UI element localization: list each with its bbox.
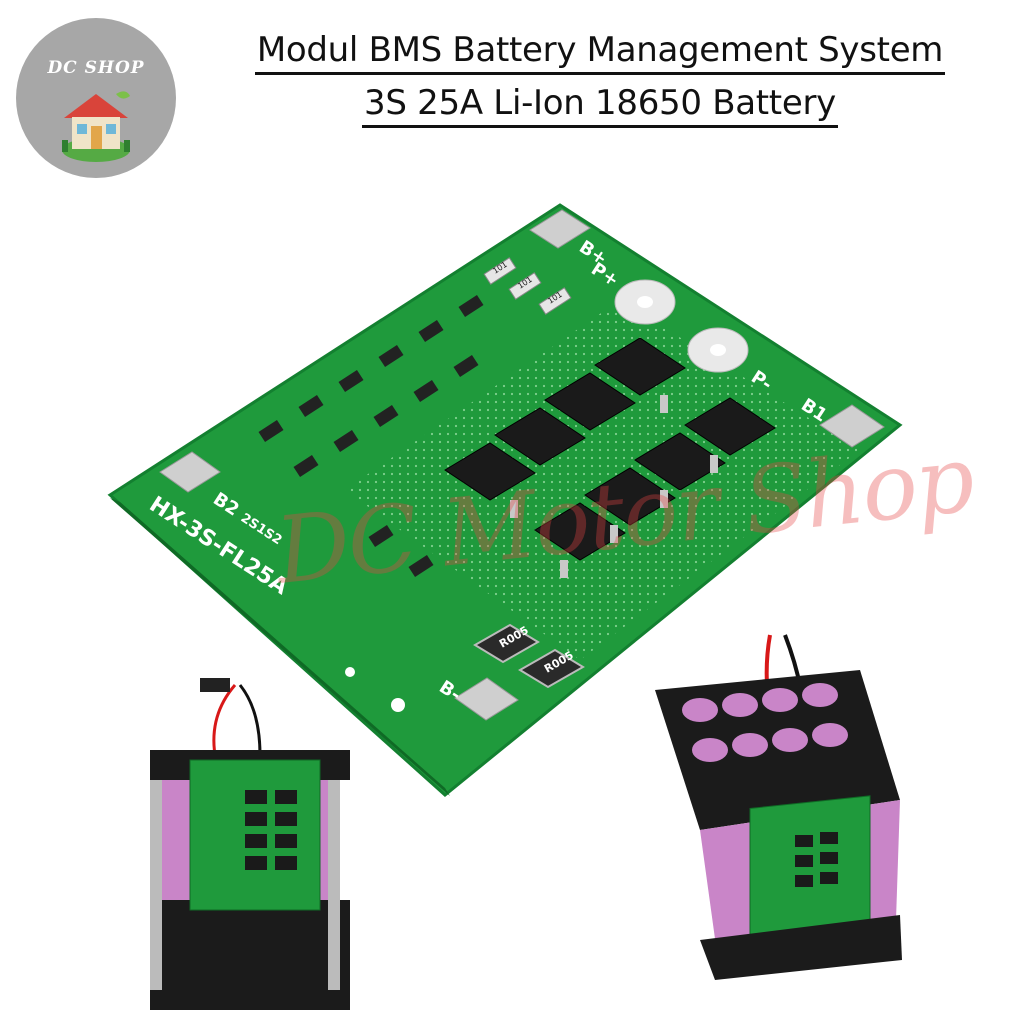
shop-logo: DC SHOP bbox=[16, 18, 176, 178]
house-icon bbox=[62, 91, 130, 162]
logo-text: DC SHOP bbox=[47, 58, 145, 78]
mosfet-array bbox=[444, 337, 776, 561]
smd-components bbox=[258, 294, 484, 578]
battery-pack-left bbox=[150, 678, 350, 1010]
title-line-2: 3S 25A Li-Ion 18650 Battery bbox=[362, 81, 838, 128]
product-title: Modul BMS Battery Management System 3S 2… bbox=[190, 28, 1010, 134]
title-line-1: Modul BMS Battery Management System bbox=[254, 28, 946, 75]
bms-board: R005 R005 101 101 101 B+ P+ P- B1 B2 B- … bbox=[107, 203, 903, 797]
battery-pack-right bbox=[655, 634, 902, 980]
